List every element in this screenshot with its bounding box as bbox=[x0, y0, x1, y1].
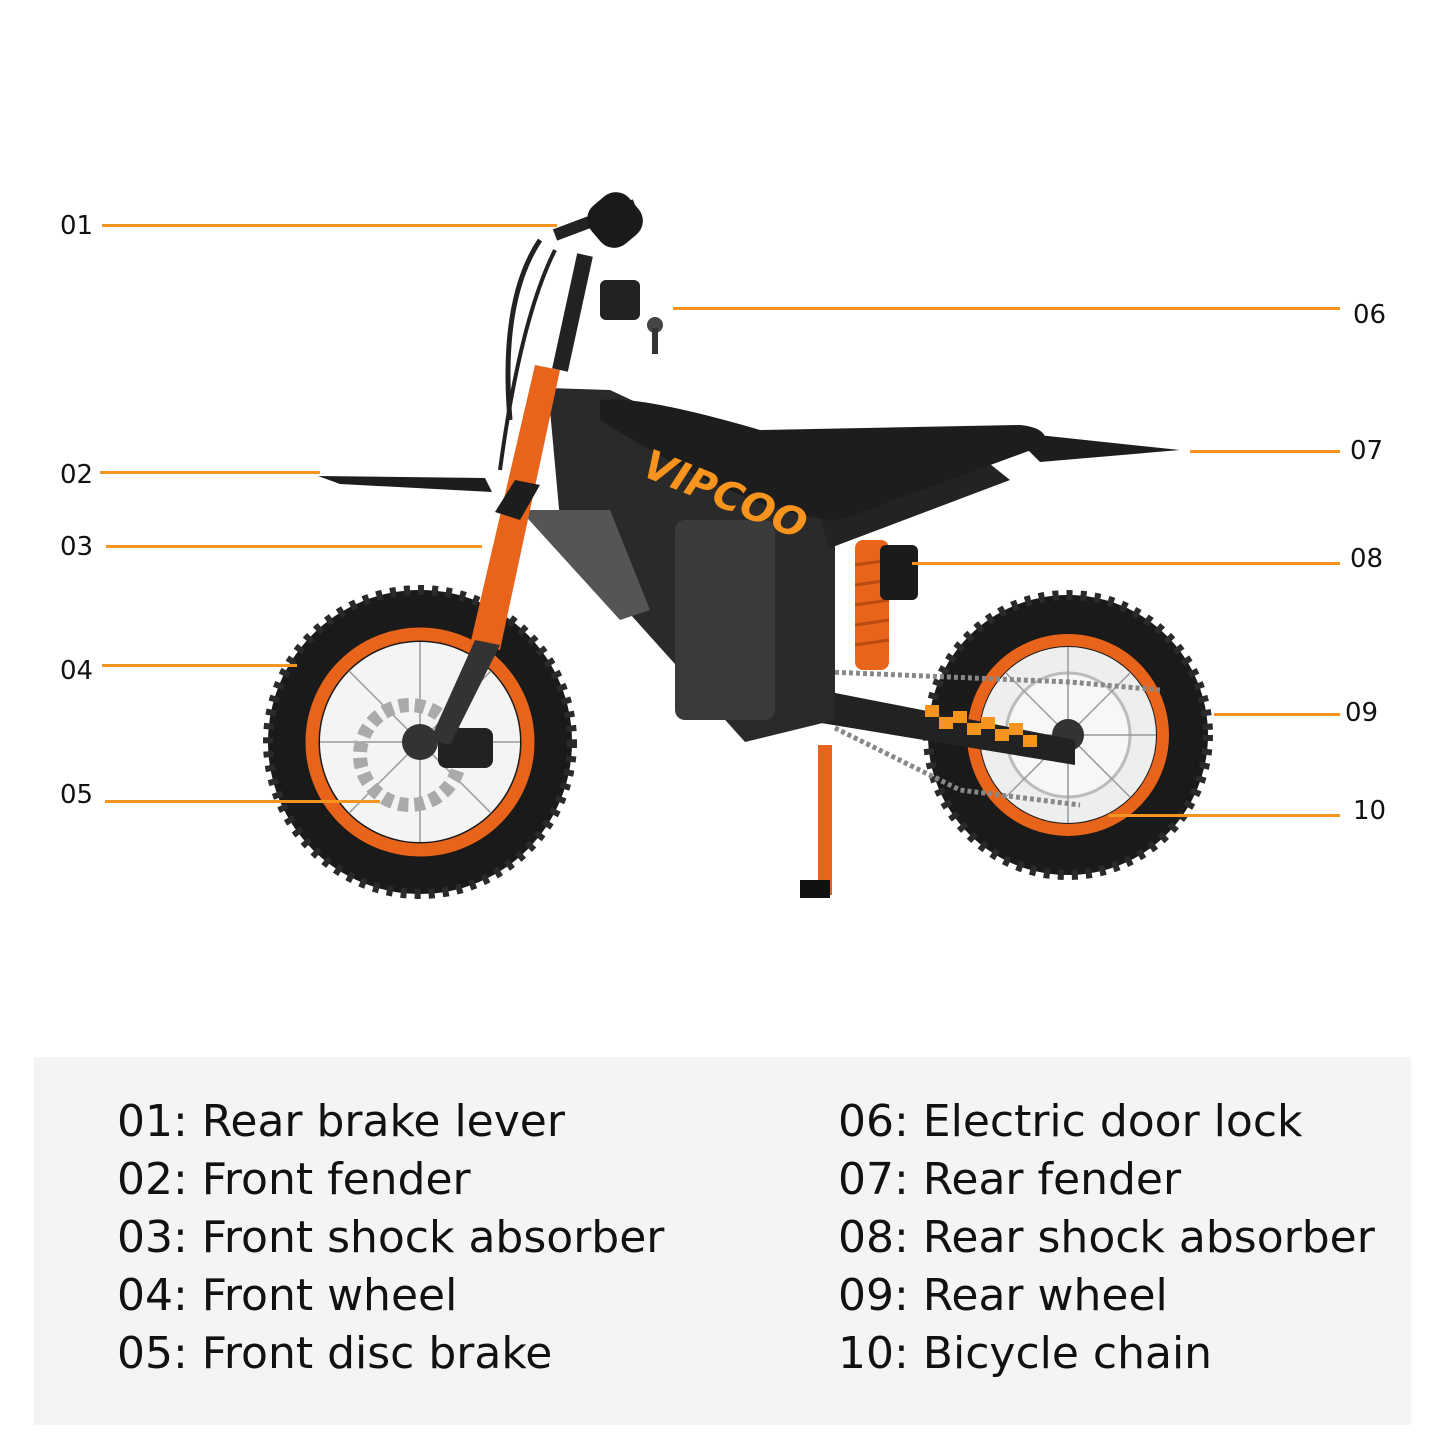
callout-02: 02 bbox=[60, 460, 94, 490]
legend-item-03: 03: Front shock absorber bbox=[117, 1212, 665, 1263]
legend-item-06: 06: Electric door lock bbox=[838, 1096, 1303, 1147]
legend-item-07: 07: Rear fender bbox=[838, 1154, 1182, 1205]
diagram-stage: VIPCOO bbox=[263, 192, 1213, 899]
handlebar bbox=[498, 192, 643, 471]
leader-line-08 bbox=[912, 562, 1340, 565]
leader-line-02 bbox=[100, 471, 320, 474]
callout-05: 05 bbox=[60, 780, 94, 810]
legend-column-left: 01: Rear brake lever 02: Front fender 03… bbox=[117, 1093, 664, 1383]
front-wheel bbox=[263, 585, 577, 899]
leader-line-05 bbox=[105, 800, 380, 803]
rear-fender bbox=[1010, 432, 1180, 462]
callout-08: 08 bbox=[1350, 544, 1384, 574]
electric-dirt-bike-illustration: VIPCOO bbox=[263, 192, 1213, 899]
callout-03: 03 bbox=[60, 532, 94, 562]
kickstand bbox=[800, 745, 832, 898]
callout-04: 04 bbox=[60, 656, 94, 686]
leader-line-07 bbox=[1190, 450, 1340, 453]
electric-door-lock-key bbox=[600, 280, 663, 354]
leader-line-01 bbox=[102, 224, 557, 227]
callout-10: 10 bbox=[1353, 796, 1387, 826]
rear-shock-absorber bbox=[854, 540, 918, 670]
swing-arm bbox=[815, 690, 1075, 765]
callout-09: 09 bbox=[1345, 698, 1379, 728]
legend-item-02: 02: Front fender bbox=[117, 1154, 471, 1205]
front-fender bbox=[318, 476, 492, 492]
seat bbox=[600, 399, 1046, 520]
callout-06: 06 bbox=[1353, 300, 1387, 330]
legend-item-08: 08: Rear shock absorber bbox=[838, 1212, 1375, 1263]
legend-item-05: 05: Front disc brake bbox=[117, 1328, 553, 1379]
leader-line-06 bbox=[673, 307, 1340, 310]
legend-item-09: 09: Rear wheel bbox=[838, 1270, 1168, 1321]
front-shock-absorber bbox=[430, 365, 560, 745]
leader-line-09 bbox=[1214, 713, 1340, 716]
leader-line-04 bbox=[102, 664, 297, 667]
parts-legend: 01: Rear brake lever 02: Front fender 03… bbox=[34, 1057, 1411, 1425]
leader-line-10 bbox=[1108, 814, 1340, 817]
leader-line-03 bbox=[106, 545, 482, 548]
callout-07: 07 bbox=[1350, 436, 1384, 466]
callout-01: 01 bbox=[60, 211, 94, 241]
legend-item-01: 01: Rear brake lever bbox=[117, 1096, 565, 1147]
legend-item-04: 04: Front wheel bbox=[117, 1270, 458, 1321]
bicycle-chain bbox=[827, 669, 1161, 808]
legend-column-right: 06: Electric door lock 07: Rear fender 0… bbox=[838, 1093, 1375, 1383]
rear-wheel bbox=[923, 590, 1213, 880]
legend-item-10: 10: Bicycle chain bbox=[838, 1328, 1213, 1379]
